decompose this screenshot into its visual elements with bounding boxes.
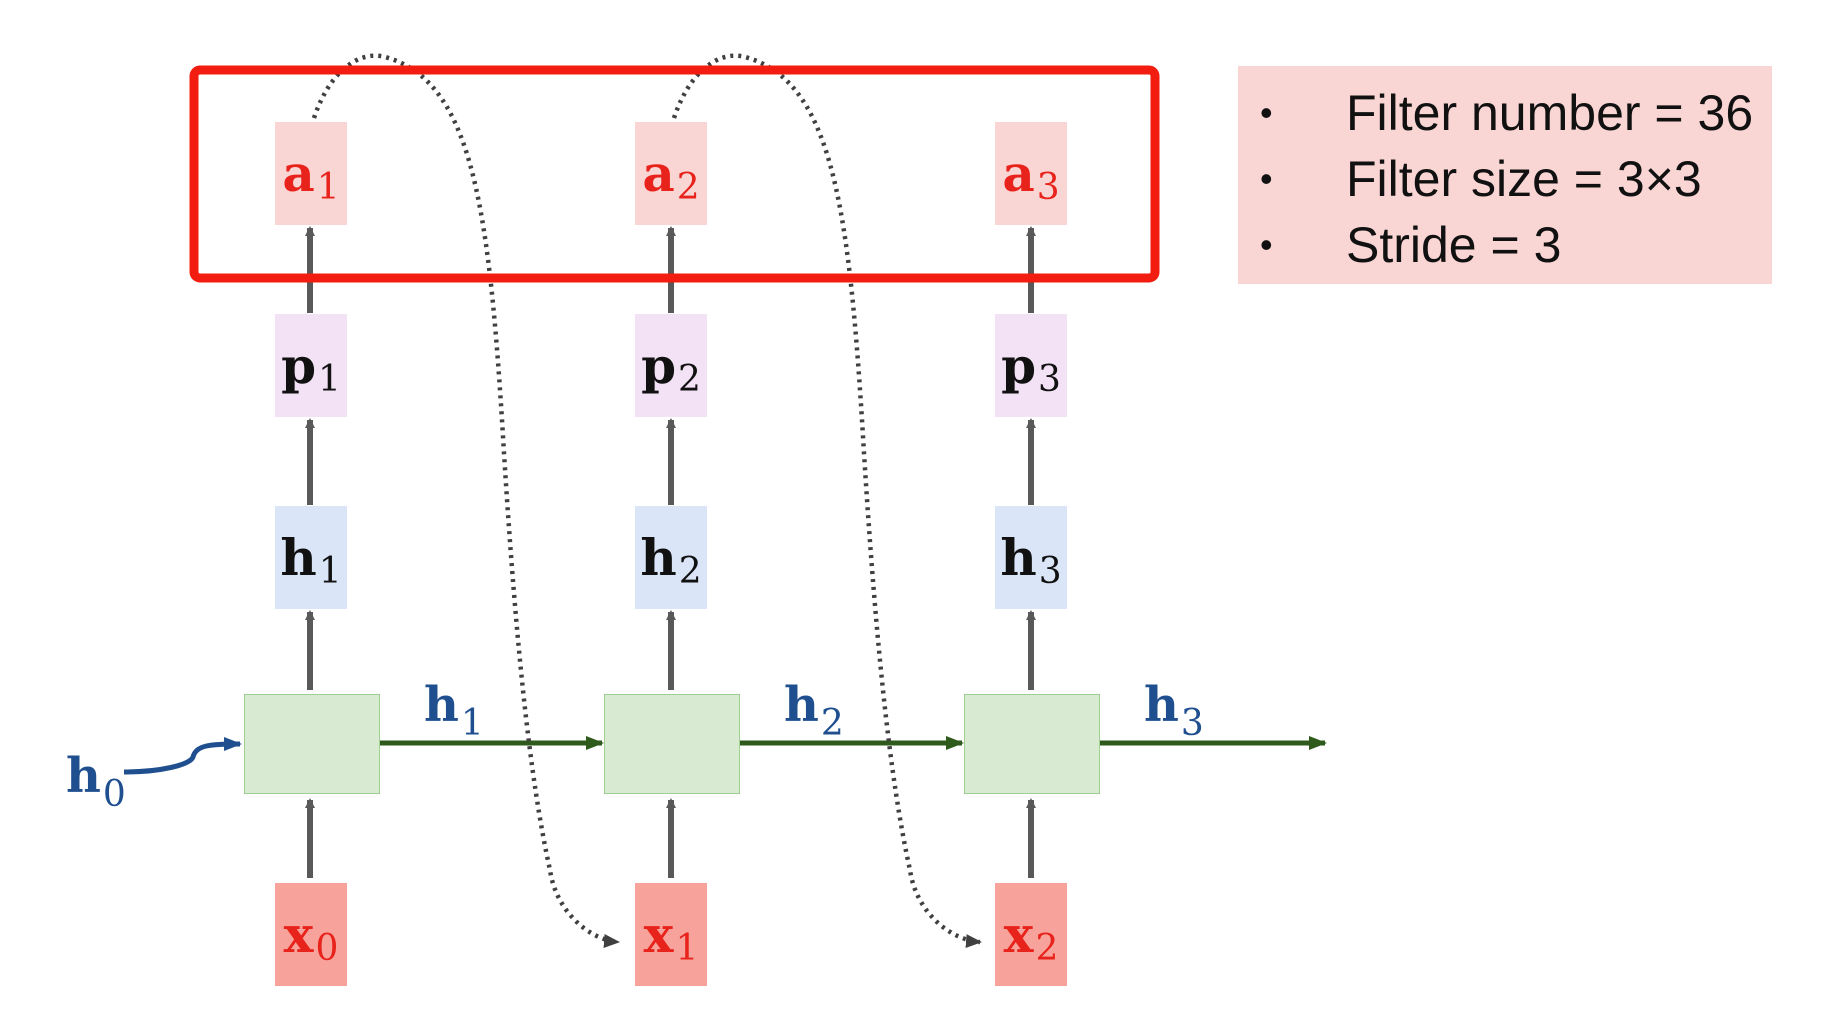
node-p1-base: p [281, 335, 317, 395]
node-x1-sub: 1 [675, 927, 699, 969]
label-h1: h1 [424, 681, 484, 742]
label-h2-sub: 2 [820, 703, 844, 744]
label-h0-sub: 0 [102, 774, 126, 815]
node-a3-base: a [1002, 143, 1035, 203]
label-h2-base: h [784, 677, 819, 733]
bullet-icon: • [1260, 224, 1273, 265]
node-x2-sub: 2 [1035, 927, 1059, 969]
node-p2-base: p [641, 335, 677, 395]
node-x1-base: x [643, 904, 674, 964]
label-h1-sub: 1 [460, 703, 484, 744]
info-item-filter-size: • Filter size = 3×3 [1252, 146, 1772, 212]
label-h3-sub: 3 [1180, 703, 1204, 744]
label-h0: h0 [66, 752, 126, 813]
label-h3: h3 [1144, 681, 1204, 742]
node-p3-sub: 3 [1038, 358, 1061, 400]
info-item-filter-number: • Filter number = 36 [1252, 80, 1772, 146]
node-p3-base: p [1001, 335, 1037, 395]
feedback-a1-to-x1 [311, 53, 620, 948]
node-a1-sub: 1 [316, 166, 340, 208]
node-a1-base: a [282, 143, 315, 203]
info-text: Stride = 3 [1346, 217, 1562, 273]
info-item-stride: • Stride = 3 [1252, 212, 1772, 278]
rnn-cell-2 [604, 694, 740, 794]
feedback-a2-to-x2 [671, 53, 982, 949]
label-h1-base: h [424, 677, 459, 733]
label-h0-base: h [66, 748, 101, 804]
info-text: Filter size = 3×3 [1346, 151, 1702, 207]
node-x2-base: x [1003, 904, 1034, 964]
rnn-cell-1 [244, 694, 380, 794]
filter-info-box: • Filter number = 36 • Filter size = 3×3… [1238, 66, 1772, 284]
label-h3-base: h [1144, 677, 1179, 733]
node-a3-sub: 3 [1036, 166, 1060, 208]
label-h2: h2 [784, 681, 844, 742]
node-h2-sub: 2 [678, 550, 702, 592]
arrow-h0-to-cell1 [123, 737, 242, 775]
node-x0-base: x [283, 904, 314, 964]
highlight-box [189, 65, 1160, 283]
node-a2-base: a [642, 143, 675, 203]
info-text: Filter number = 36 [1346, 85, 1754, 141]
node-h3-base: h [1000, 527, 1037, 587]
node-h3-sub: 3 [1038, 550, 1062, 592]
bullet-icon: • [1260, 158, 1273, 199]
rnn-cell-3 [964, 694, 1100, 794]
node-p1-sub: 1 [318, 358, 341, 400]
node-a2-sub: 2 [676, 166, 700, 208]
node-x0-sub: 0 [315, 927, 339, 969]
node-h2-base: h [640, 527, 677, 587]
bullet-icon: • [1260, 92, 1273, 133]
node-p2-sub: 2 [678, 358, 701, 400]
node-h1-sub: 1 [318, 550, 342, 592]
node-h1-base: h [280, 527, 317, 587]
